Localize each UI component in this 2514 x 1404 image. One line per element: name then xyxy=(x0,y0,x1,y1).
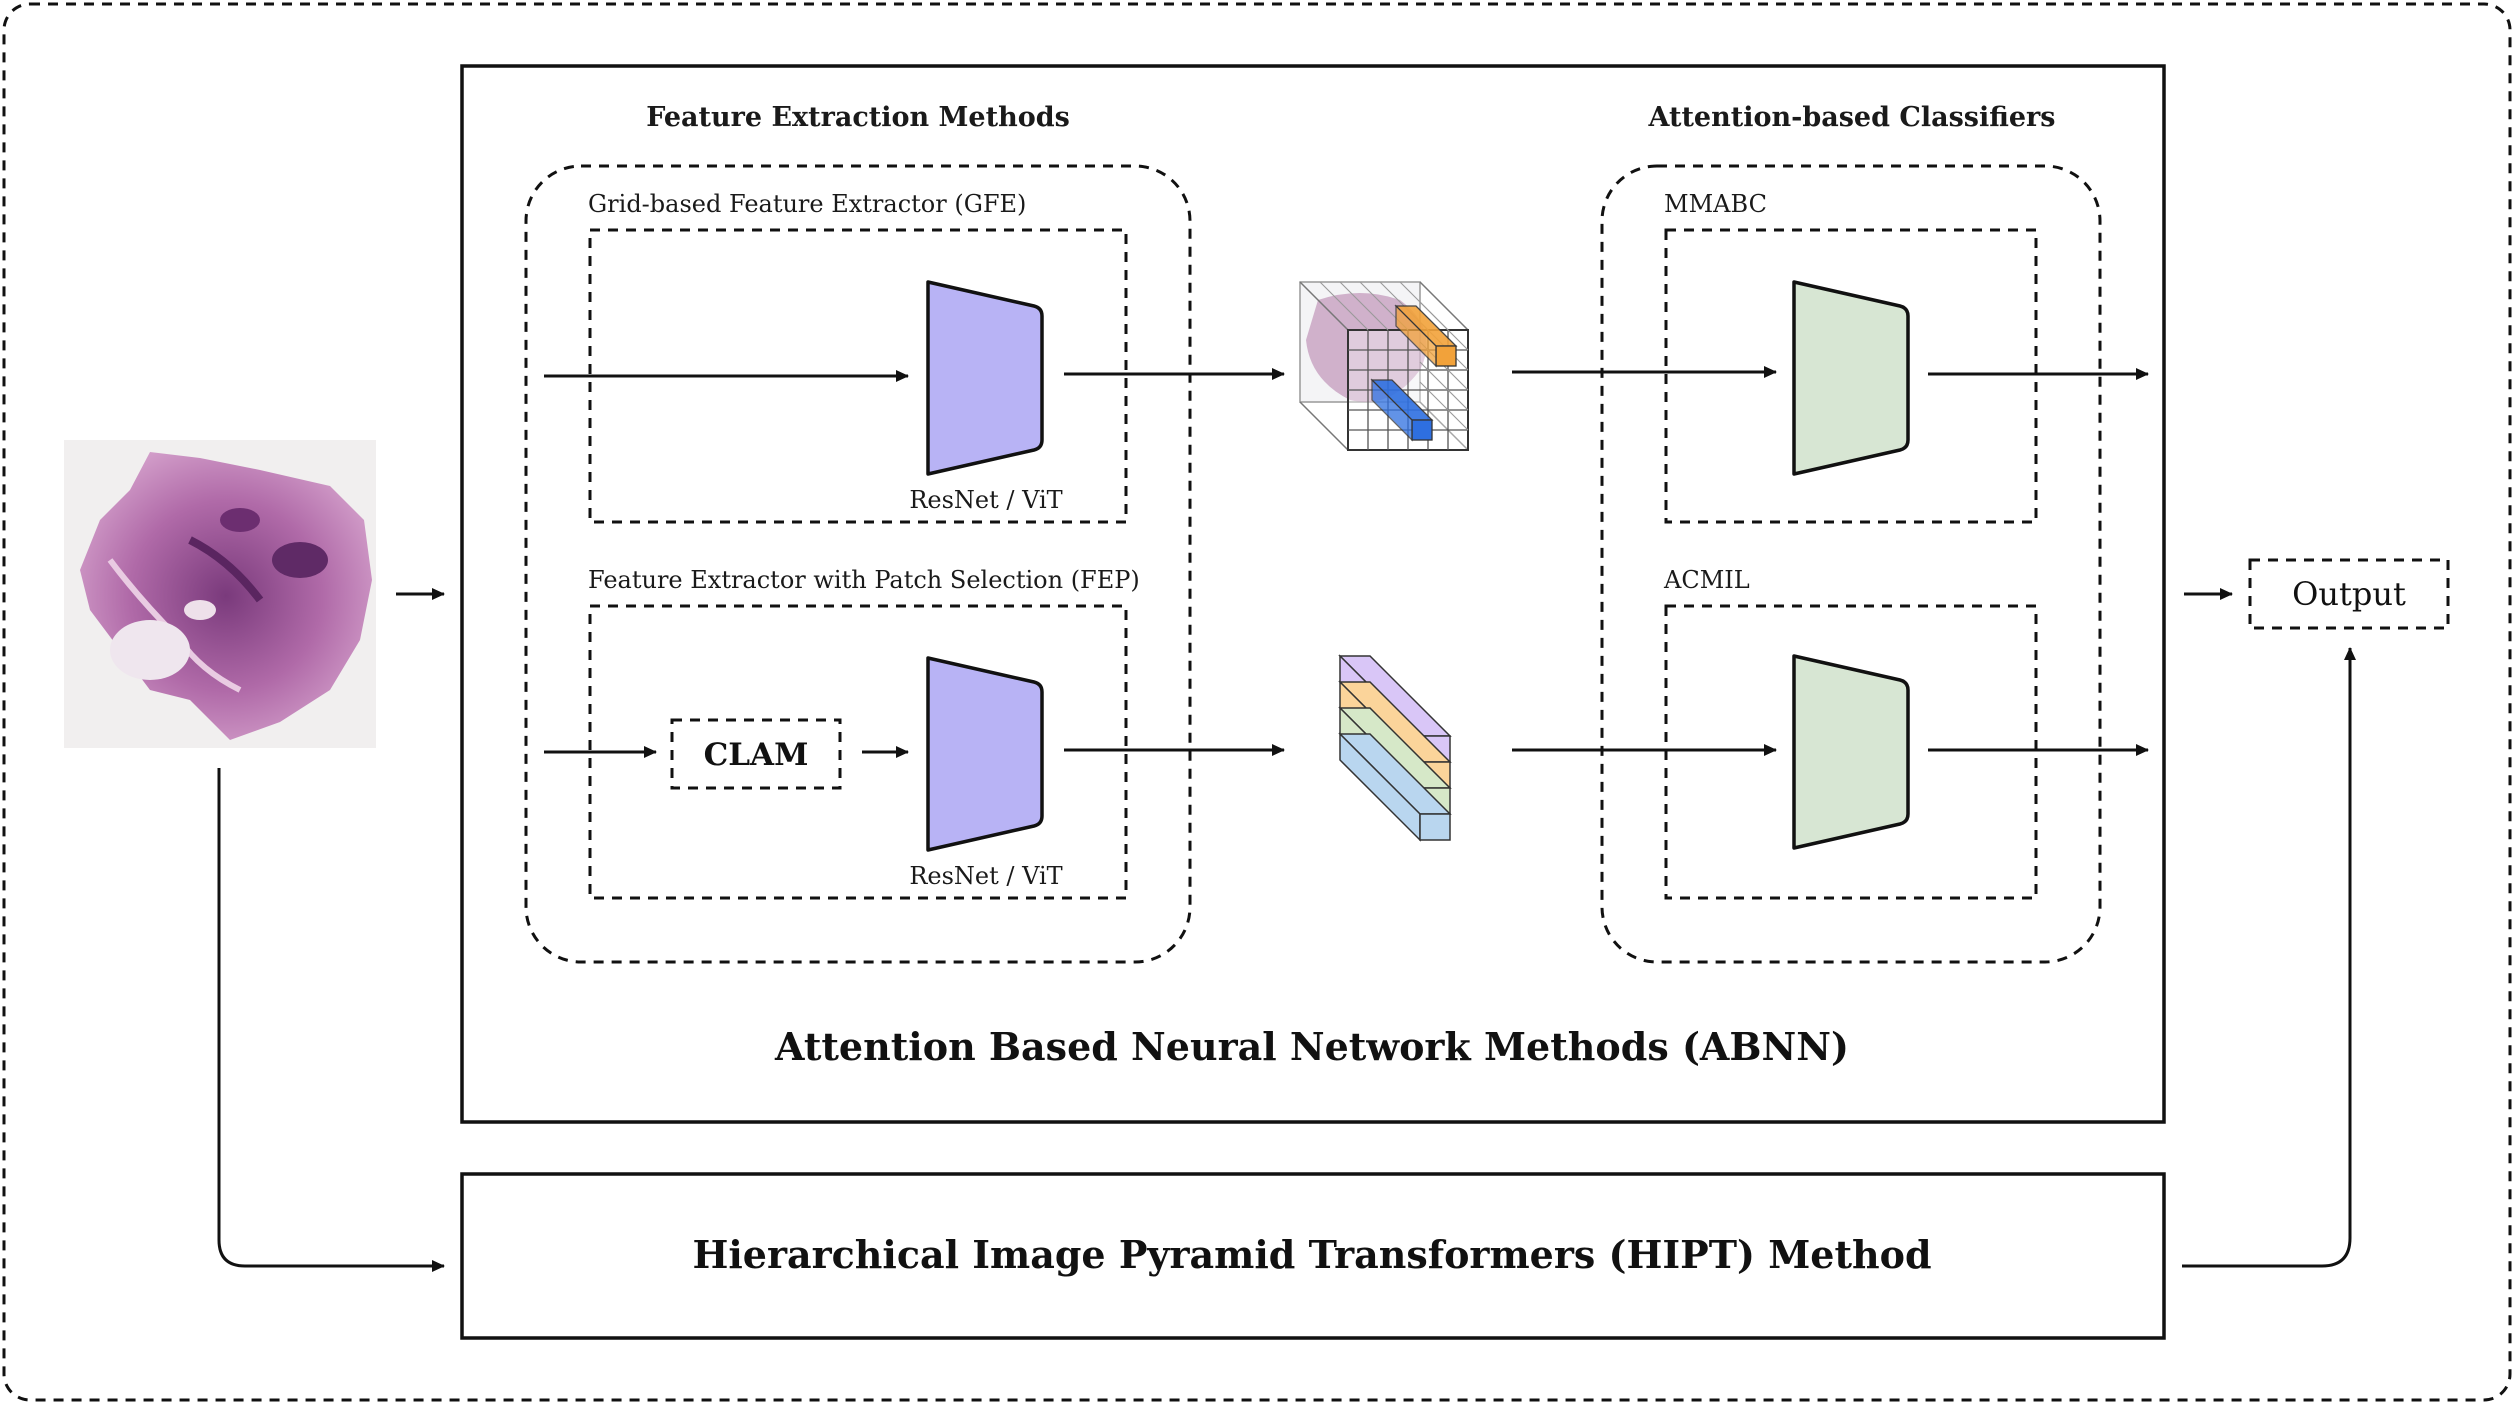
classifiers-group xyxy=(1600,164,2102,964)
feature-vector-stack-icon xyxy=(1338,654,1452,842)
encoder-bottom-trapezoid xyxy=(926,656,1044,852)
output-label: Output xyxy=(2292,575,2406,613)
acmil-classifier-trapezoid xyxy=(1792,654,1910,850)
slide-thumbnail xyxy=(64,440,376,748)
clam-label: CLAM xyxy=(704,737,809,773)
hipt-title: Hierarchical Image Pyramid Transformers … xyxy=(692,1232,1931,1277)
attention-classifiers-heading: Attention-based Classifiers xyxy=(1648,102,2056,133)
fep-label: Feature Extractor with Patch Selection (… xyxy=(588,566,1140,594)
encoder-top-label: ResNet / ViT xyxy=(909,486,1062,514)
fep-box xyxy=(588,604,1128,900)
arrow-hipt-to-output xyxy=(2182,647,2356,1268)
feature-extraction-heading: Feature Extraction Methods xyxy=(646,102,1070,133)
mmabc-label: MMABC xyxy=(1664,190,1767,218)
abnn-box xyxy=(460,64,2166,1124)
acmil-label: ACMIL xyxy=(1663,566,1750,594)
mmabc-box xyxy=(1664,228,2038,524)
gfe-label: Grid-based Feature Extractor (GFE) xyxy=(588,190,1026,218)
hipt-box xyxy=(460,1172,2166,1340)
feature-grid-cube-icon xyxy=(1299,281,1469,451)
acmil-box xyxy=(1664,604,2038,900)
encoder-top-trapezoid xyxy=(926,280,1044,476)
arrow-slide-to-hipt xyxy=(217,768,445,1272)
output-box xyxy=(2248,558,2450,630)
feature-extraction-group xyxy=(524,164,1192,964)
encoder-bottom-label: ResNet / ViT xyxy=(909,862,1062,890)
abnn-title: Attention Based Neural Network Methods (… xyxy=(774,1024,1849,1069)
clam-box xyxy=(670,718,842,790)
mmabc-classifier-trapezoid xyxy=(1792,280,1910,476)
